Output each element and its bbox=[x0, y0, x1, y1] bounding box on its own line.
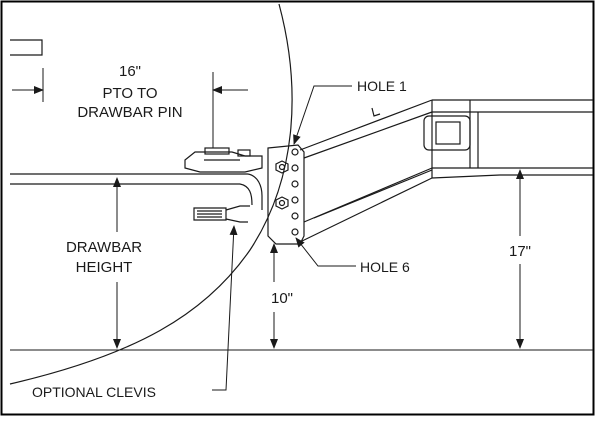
tire-arc bbox=[9, 3, 293, 385]
mounting-bracket bbox=[371, 107, 471, 151]
pto-label-line2: DRAWBAR PIN bbox=[77, 104, 182, 121]
tractor-drawbar bbox=[10, 173, 263, 210]
tongue-beam bbox=[299, 99, 433, 243]
leader-lines bbox=[212, 85, 356, 391]
pto-dimension bbox=[12, 68, 248, 148]
pto-label-line1: PTO TO bbox=[102, 85, 157, 102]
clevis-assembly bbox=[184, 147, 263, 223]
ten-inch-label: 10" bbox=[271, 290, 293, 307]
pto-distance-label: 16" bbox=[119, 63, 141, 80]
seventeen-inch-label: 17" bbox=[509, 243, 531, 260]
hole-1-label: HOLE 1 bbox=[357, 78, 407, 94]
hole-6-label: HOLE 6 bbox=[360, 259, 410, 275]
optional-clevis-label: OPTIONAL CLEVIS bbox=[32, 384, 156, 400]
implement-frame bbox=[431, 99, 593, 179]
pto-shaft bbox=[10, 39, 43, 56]
drawbar-height-line2: HEIGHT bbox=[76, 259, 133, 276]
drawbar-height-line1: DRAWBAR bbox=[66, 239, 142, 256]
